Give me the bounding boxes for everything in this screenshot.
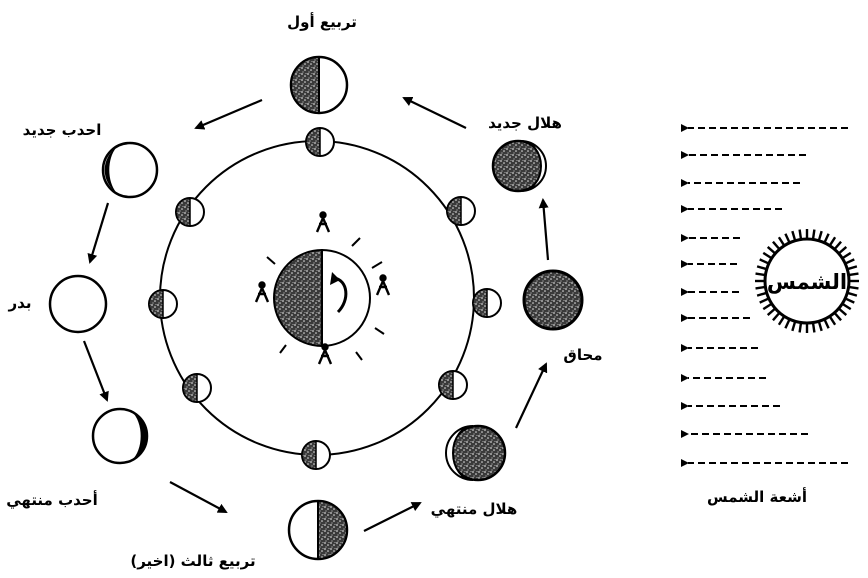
observer-icon xyxy=(377,276,389,296)
label-full-moon: بدر xyxy=(8,294,32,312)
sun-spike xyxy=(773,313,780,321)
sun-spike xyxy=(849,287,859,288)
orbit-moon xyxy=(306,128,334,156)
sun-spike xyxy=(792,231,795,241)
sun-spike xyxy=(813,323,814,333)
label-waxing-gibbous: احدب جديد xyxy=(23,121,102,139)
orbit-moon xyxy=(176,198,204,226)
sun-spike xyxy=(835,242,842,250)
arrow-icon xyxy=(90,203,108,262)
orbit-moon xyxy=(302,441,330,469)
earth-dark-half xyxy=(274,250,322,346)
earth-group xyxy=(160,141,474,455)
sun-spike xyxy=(756,274,766,275)
label-first-quarter: تربيع أول xyxy=(287,12,357,31)
sun-group: الشمس xyxy=(755,229,859,333)
phase-waning-gibbous xyxy=(93,409,147,463)
sun-spike xyxy=(842,253,850,258)
label-waning-gibbous: أحدب منتهي xyxy=(6,490,98,509)
phase-first-quarter xyxy=(291,57,347,113)
sun-spike xyxy=(763,304,771,309)
label-waxing-crescent: هلال جديد xyxy=(488,114,562,132)
observer-icon xyxy=(256,283,268,303)
phase-new-moon xyxy=(524,271,582,329)
arrow-icon xyxy=(543,200,548,260)
orbit-moon xyxy=(149,290,177,318)
sun-spike xyxy=(842,304,850,309)
phase-full-moon xyxy=(50,276,106,332)
label-waning-crescent: هلال منتهي xyxy=(431,500,518,518)
sun-spike xyxy=(792,321,795,331)
label-sun: الشمس xyxy=(767,270,847,294)
sun-spike xyxy=(800,323,801,333)
sun-spike xyxy=(756,287,766,288)
orbit-moon xyxy=(473,289,501,317)
sun-spike xyxy=(835,313,842,321)
arrow-icon xyxy=(404,98,466,128)
phase-third-quarter xyxy=(289,501,347,559)
label-third-quarter: تربيع ثالث (اخير) xyxy=(130,552,255,570)
sun-spike xyxy=(819,231,822,241)
label-sun-rays: أشعة الشمس xyxy=(707,487,807,506)
orbit-moon xyxy=(447,197,475,225)
sun-spike xyxy=(779,237,784,245)
observer-icon xyxy=(317,213,329,233)
sun-spike xyxy=(830,237,835,245)
arrow-icon xyxy=(84,341,107,400)
sun-spike xyxy=(763,253,771,258)
arrow-icon xyxy=(196,100,262,128)
phase-waxing-gibbous xyxy=(103,143,157,197)
arrow-icon xyxy=(364,503,420,531)
sun-spike xyxy=(773,242,780,250)
orbit-moon xyxy=(439,371,467,399)
observer-icon xyxy=(319,345,331,365)
orbit-moon xyxy=(183,374,211,402)
phase-waxing-crescent xyxy=(493,141,546,191)
sun-spike xyxy=(849,274,859,275)
label-new-moon: محاق xyxy=(563,346,602,364)
arrow-icon xyxy=(516,364,546,428)
arrow-icon xyxy=(170,482,226,512)
sun-spike xyxy=(819,321,822,331)
phase-waning-crescent xyxy=(446,426,505,480)
